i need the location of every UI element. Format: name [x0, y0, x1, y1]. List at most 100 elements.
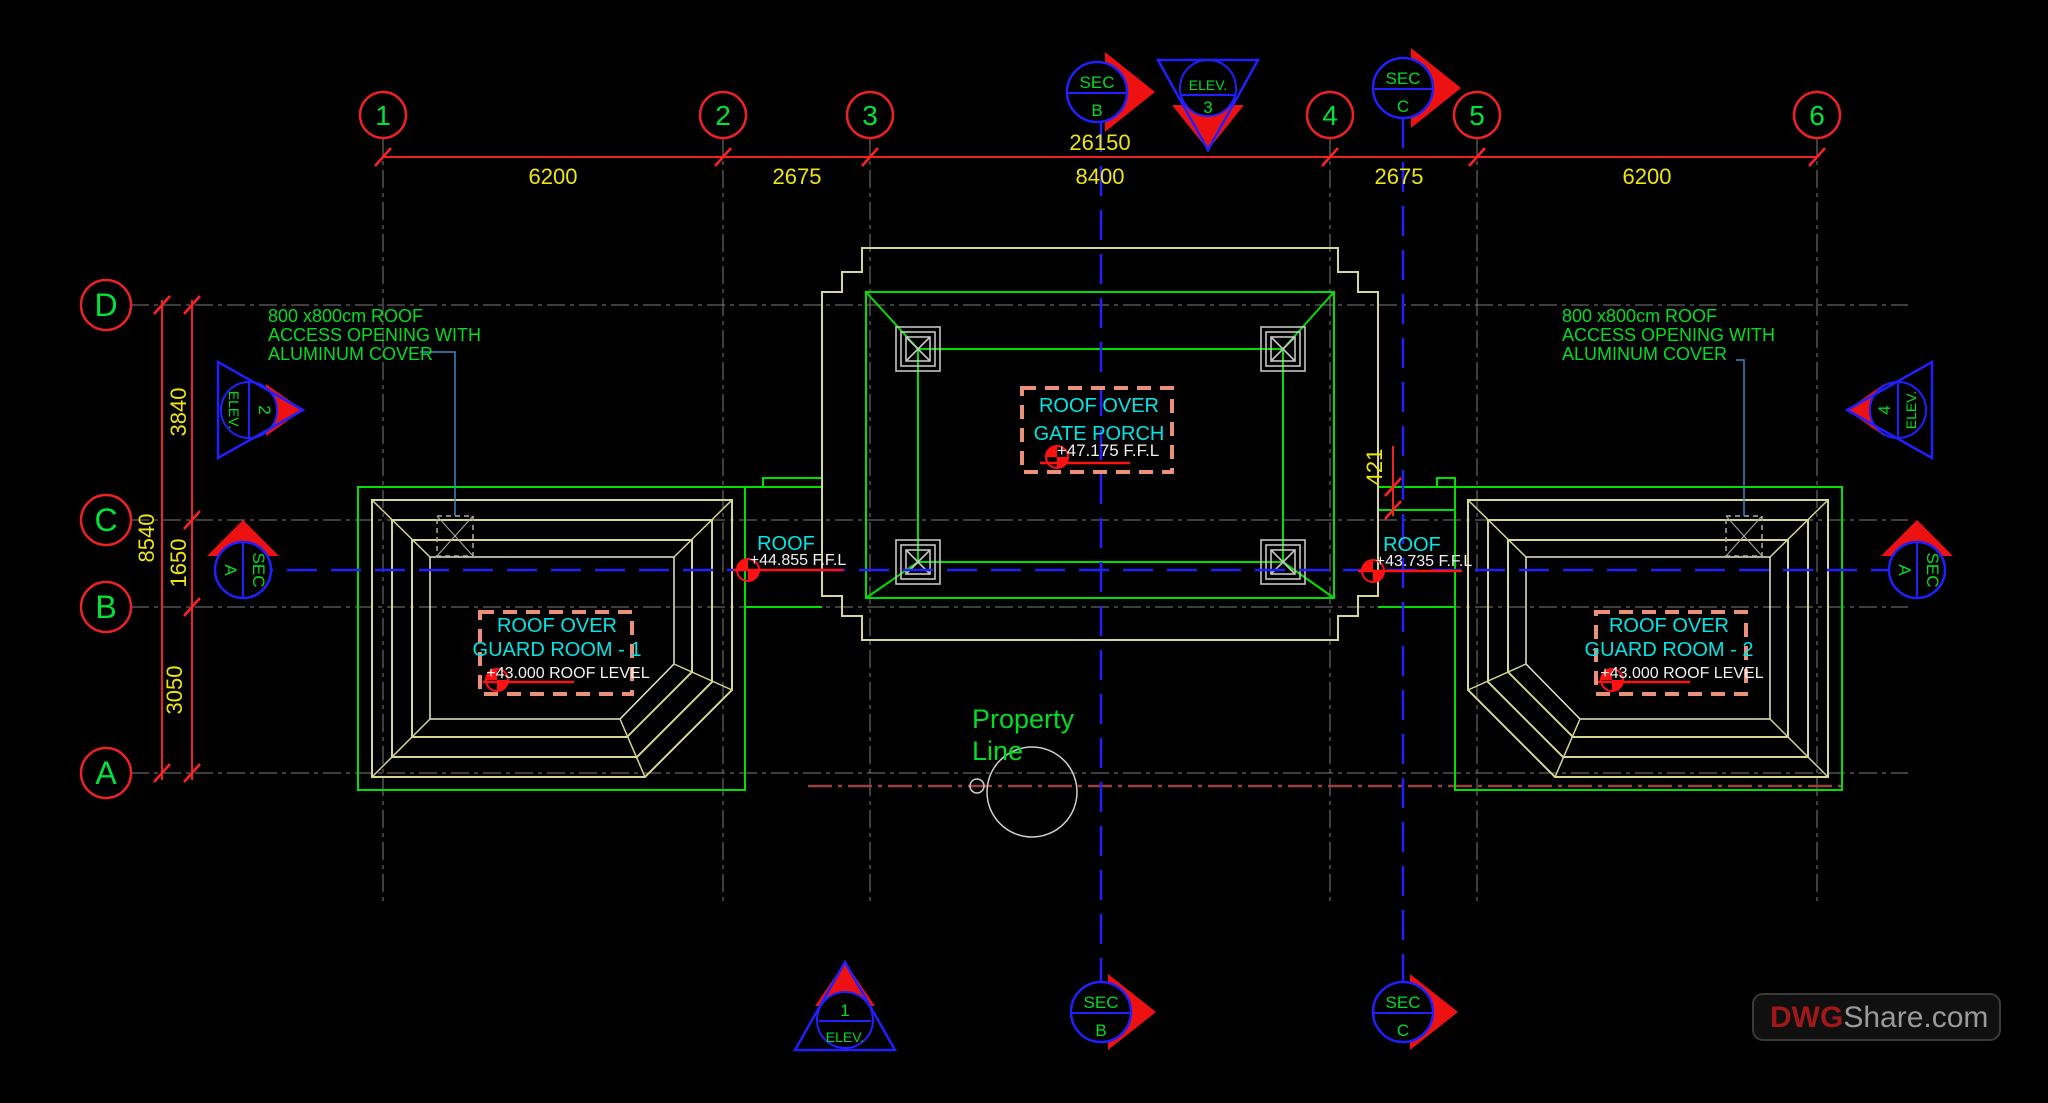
grid-bubble-c: C [79, 493, 133, 547]
elevation-marker-1: 1 ELEV. [792, 959, 898, 1052]
svg-text:6: 6 [1809, 100, 1825, 131]
guard-room-1-label: ROOF OVER GUARD ROOM - 1 +43.000 ROOF LE… [473, 610, 650, 696]
svg-text:ELEV.: ELEV. [226, 391, 242, 429]
left-dimension: 3840 8540 1650 3050 [134, 294, 202, 784]
grid-bubble-1: 1 [358, 90, 408, 140]
svg-text:SEC: SEC [1084, 993, 1119, 1012]
grid-bubbles-rows: D C B A [79, 278, 133, 800]
section-marker-b-top: SEC B [1065, 52, 1155, 132]
svg-text:GATE PORCH: GATE PORCH [1034, 423, 1165, 445]
grid-bubble-3: 3 [845, 90, 895, 140]
svg-text:A: A [1895, 564, 1914, 576]
column-marker [1260, 326, 1306, 372]
svg-text:B: B [1095, 1021, 1106, 1040]
roof-access-left [420, 351, 474, 557]
svg-text:4: 4 [1875, 405, 1894, 414]
svg-text:ELEV.: ELEV. [1903, 391, 1919, 429]
offset-dimension: 421 [1362, 446, 1403, 521]
svg-text:ROOF: ROOF [1383, 534, 1441, 556]
watermark[interactable]: DWGShare.com [1752, 993, 2001, 1041]
svg-text:2: 2 [715, 100, 731, 131]
svg-text:ELEV.: ELEV. [1189, 77, 1227, 93]
watermark-suffix: Share.com [1843, 1001, 1988, 1034]
dim-2-3: 2675 [773, 164, 822, 189]
leader-line [1736, 359, 1745, 516]
guard-room-2-label: ROOF OVER GUARD ROOM - 2 +43.000 ROOF LE… [1585, 610, 1764, 696]
dim-1-2: 6200 [529, 164, 578, 189]
svg-text:ROOF: ROOF [757, 533, 815, 555]
leader-line [420, 351, 456, 516]
roof-level-left: ROOF +44.855 F.F.L [733, 533, 846, 582]
svg-text:3: 3 [1203, 98, 1212, 117]
svg-text:800 x800cm ROOF: 800 x800cm ROOF [1562, 306, 1717, 326]
svg-text:SEC: SEC [249, 553, 268, 588]
svg-text:5: 5 [1469, 100, 1485, 131]
svg-text:ROOF OVER: ROOF OVER [1609, 615, 1729, 637]
grid-bubble-5: 5 [1452, 90, 1502, 140]
section-marker-b-bottom: SEC B [1069, 974, 1156, 1050]
svg-text:4: 4 [1322, 100, 1338, 131]
section-marker-a-right: SEC A [1881, 520, 1953, 600]
section-marker-c-bottom: SEC C [1371, 974, 1458, 1050]
grid-bubbles-columns: 1 2 3 4 5 6 [358, 90, 1842, 140]
svg-text:D: D [94, 287, 117, 323]
gate-porch-label: ROOF OVER GATE PORCH +47.175 F.F.L [1020, 386, 1174, 474]
svg-text:C: C [1397, 1021, 1409, 1040]
column-marker [895, 326, 941, 372]
elevation-marker-3: ELEV. 3 [1155, 58, 1261, 153]
access-note-right: 800 x800cm ROOF ACCESS OPENING WITH ALUM… [1562, 306, 1775, 364]
svg-text:SEC: SEC [1386, 993, 1421, 1012]
svg-text:C: C [1397, 97, 1409, 116]
svg-text:B: B [1091, 101, 1102, 120]
elevation-marker-4: ELEV. 4 [1844, 359, 1934, 461]
property-line-note: Property Line [972, 704, 1075, 766]
svg-text:A: A [95, 755, 117, 791]
svg-text:ACCESS OPENING WITH: ACCESS OPENING WITH [1562, 325, 1775, 345]
green-boundaries [357, 477, 1843, 791]
svg-text:C: C [94, 502, 117, 538]
dim-b-a: 3050 [162, 666, 187, 715]
svg-text:ROOF OVER: ROOF OVER [497, 615, 617, 637]
svg-text:800 x800cm ROOF: 800 x800cm ROOF [268, 306, 423, 326]
dim-offset: 421 [1362, 449, 1387, 486]
svg-text:SEC: SEC [1923, 553, 1942, 588]
svg-text:DWGShare.com: DWGShare.com [1770, 1001, 1988, 1034]
svg-text:1: 1 [840, 1001, 849, 1020]
svg-text:3: 3 [862, 100, 878, 131]
dim-c-b: 1650 [166, 539, 191, 588]
dim-d-c: 3840 [166, 388, 191, 437]
access-note-left: 800 x800cm ROOF ACCESS OPENING WITH ALUM… [268, 306, 481, 364]
svg-text:ELEV.: ELEV. [826, 1029, 864, 1045]
svg-text:GUARD ROOM - 2: GUARD ROOM - 2 [1585, 639, 1754, 661]
guard-room-2-roof [1467, 499, 1829, 778]
roof-access-right [1725, 359, 1763, 557]
svg-text:A: A [221, 564, 240, 576]
svg-text:ROOF OVER: ROOF OVER [1039, 395, 1159, 417]
svg-text:SEC: SEC [1386, 69, 1421, 88]
property-leader-circle [986, 746, 1078, 838]
section-marker-a-left: SEC A [207, 520, 279, 600]
svg-text:Property: Property [972, 704, 1075, 734]
svg-text:+47.175 F.F.L: +47.175 F.F.L [1057, 441, 1160, 460]
svg-text:GUARD ROOM - 1: GUARD ROOM - 1 [473, 639, 642, 661]
dim-5-6: 6200 [1623, 164, 1672, 189]
svg-text:+43.000 ROOF LEVEL: +43.000 ROOF LEVEL [486, 665, 649, 682]
section-lines [243, 118, 1917, 982]
svg-text:SEC: SEC [1080, 73, 1115, 92]
svg-text:+43.000 ROOF LEVEL: +43.000 ROOF LEVEL [1600, 665, 1763, 682]
guard-room-1-roof [371, 499, 733, 778]
top-dimension: 26150 6200 2675 8400 2675 6200 [373, 130, 1827, 189]
grid-bubble-2: 2 [698, 90, 748, 140]
dim-3-4: 8400 [1076, 164, 1125, 189]
svg-text:1: 1 [375, 100, 391, 131]
dim-total: 26150 [1069, 130, 1130, 155]
section-marker-c-top: SEC C [1371, 48, 1461, 128]
grid-bubble-6: 6 [1792, 90, 1842, 140]
svg-text:+43.735 F.F.L: +43.735 F.F.L [1376, 553, 1473, 570]
elevation-marker-2: ELEV. 2 [216, 359, 306, 461]
dim-4-5: 2675 [1375, 164, 1424, 189]
grid-bubble-a: A [79, 746, 133, 800]
svg-text:Line: Line [972, 736, 1023, 766]
